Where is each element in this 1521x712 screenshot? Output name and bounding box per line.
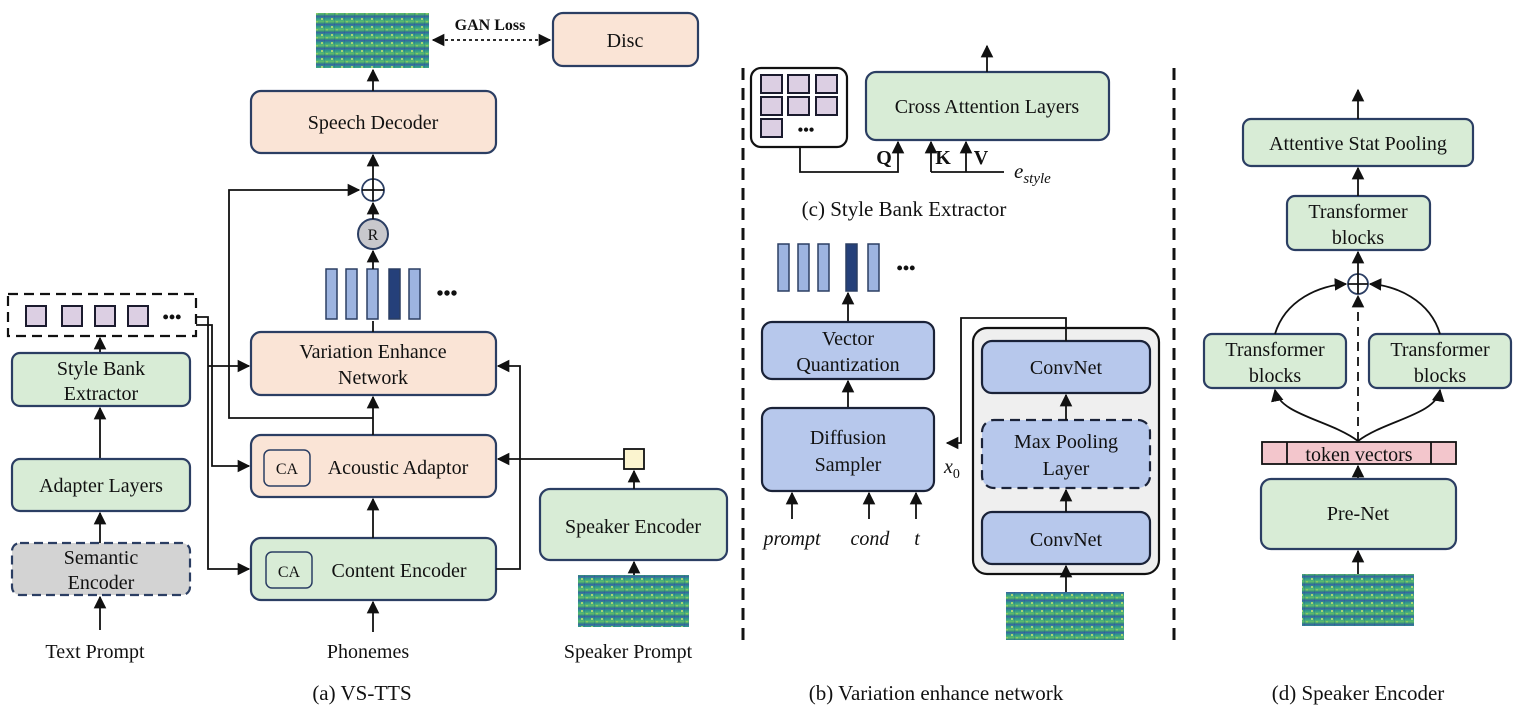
speaker-embedding [623,448,645,470]
acoustic-adaptor-label: Acoustic Adaptor [328,457,469,479]
speech-decoder-label: Speech Decoder [308,112,439,134]
adapter-layers-label: Adapter Layers [39,475,163,497]
convnet-top-label: ConvNet [1030,357,1103,379]
quantized-vectors: ••• [325,268,458,320]
tb-top-line2: blocks [1332,227,1384,249]
panel-style-bank-extractor: ••• Cross Attention Layers Q K V estyle … [749,44,1111,221]
maxpool-line2: Layer [1043,458,1090,480]
vq-line1: Vector [822,328,875,350]
r-label: R [368,227,379,244]
caption-a: (a) VS-TTS [312,681,411,705]
tb-left-line1: Transformer [1225,339,1325,361]
semantic-line2: Encoder [68,572,135,594]
attentive-label: Attentive Stat Pooling [1269,133,1447,155]
ca-badge-acoustic [263,449,311,487]
tb-right-line1: Transformer [1390,339,1490,361]
token-vectors-bar [1261,441,1457,465]
tb-top-line1: Transformer [1308,201,1408,223]
caption-b: (b) Variation enhance network [809,681,1064,705]
grid-ellipsis: ••• [798,122,815,139]
variation-line2: Network [338,367,408,389]
panel-variation-enhance: ••• Vector Quantization Diffusion Sample… [760,243,1161,705]
q-label: Q [876,147,892,169]
semantic-encoder-box [10,541,192,597]
phonemes-label: Phonemes [327,641,409,663]
prompt-input-label: prompt [761,528,820,550]
cond-input-label: cond [851,528,891,550]
diffusion-sampler-box [760,406,936,493]
ca-label-content: CA [278,564,301,581]
e-style-label: estyle [1014,159,1051,187]
speaker-encoder-label: Speaker Encoder [565,516,701,538]
cross-attention-label: Cross Attention Layers [895,96,1080,118]
vector-quantization-box [760,320,936,381]
input-spectrogram-b [1006,592,1124,640]
caption-c: (c) Style Bank Extractor [802,197,1007,221]
caption-d: (d) Speaker Encoder [1272,681,1445,705]
ca-badge-content [265,551,313,589]
prenet-box [1259,477,1458,551]
gan-loss-label: GAN Loss [455,17,526,34]
diff-line1: Diffusion [810,427,886,449]
text-prompt-label: Text Prompt [45,641,145,663]
disc-box [551,11,700,68]
style-bank-line1: Style Bank [57,358,145,380]
k-label: K [935,147,951,169]
convnet-bottom-label: ConvNet [1030,529,1103,551]
speaker-prompt-label: Speaker Prompt [564,641,693,663]
speaker-prompt-spectrogram [578,575,689,627]
style-bank-line2: Extractor [64,383,139,405]
vq-line2: Quantization [796,354,899,376]
style-bank-extractor-box [10,351,192,408]
x0-label: x0 [943,456,960,482]
tb-right-line2: blocks [1414,365,1466,387]
token-vectors-label: token vectors [1305,444,1412,466]
ca-label-acoustic: CA [276,461,299,478]
semantic-line1: Semantic [64,547,139,569]
vq-output-bars: ••• [777,243,916,292]
style-ellipsis: ••• [163,307,182,327]
maxpool-line1: Max Pooling [1014,431,1118,453]
disc-label: Disc [607,30,644,52]
panel-speaker-encoder: Attentive Stat Pooling Transformer block… [1202,88,1513,705]
input-spectrogram-d [1302,574,1414,626]
diff-line2: Sampler [815,454,882,476]
adapter-layers-box [10,457,192,513]
v-label: V [974,147,989,169]
vq-ellipsis: ••• [897,258,916,278]
panel-vs-tts: GAN Loss Disc Speech Decoder R ••• Varia… [6,11,729,705]
bars-ellipsis: ••• [436,283,457,305]
variation-line1: Variation Enhance [299,341,446,363]
tb-left-line2: blocks [1249,365,1301,387]
output-spectrogram [316,13,429,68]
content-encoder-label: Content Encoder [332,560,467,582]
prenet-label: Pre-Net [1327,503,1390,525]
t-input-label: t [914,528,920,550]
